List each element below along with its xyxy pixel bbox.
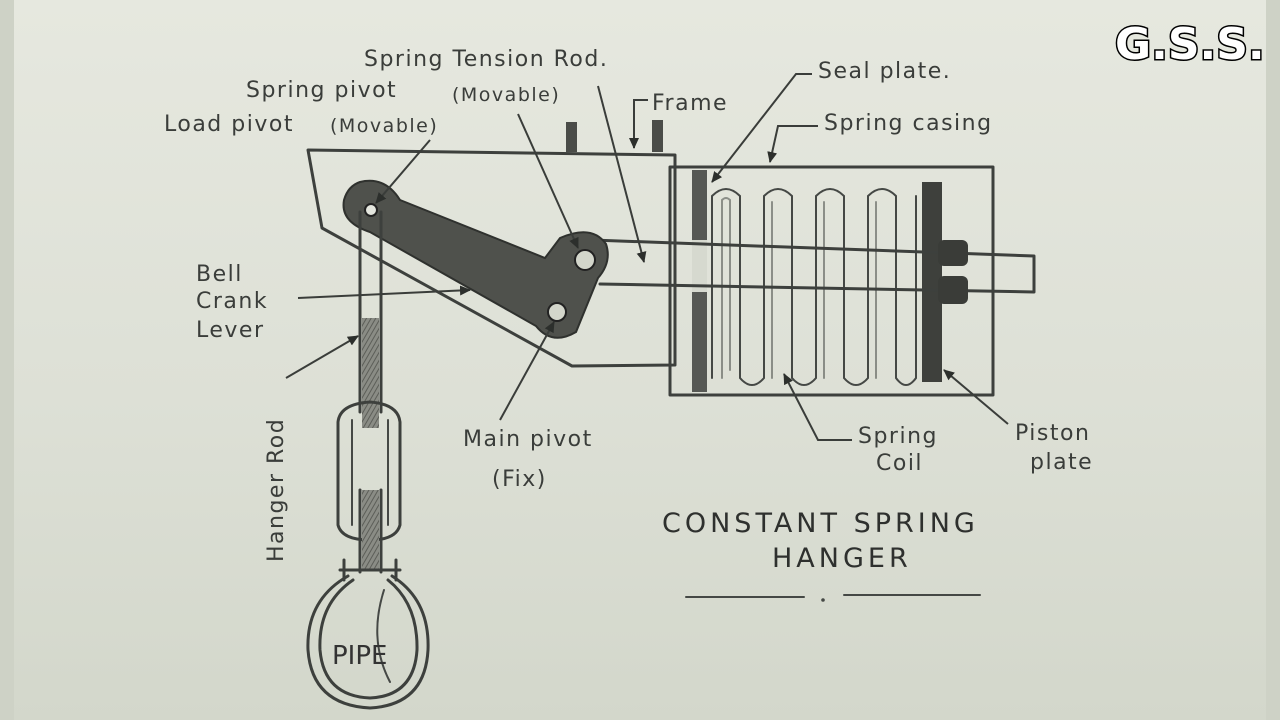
channel-watermark: G.S.S.	[1115, 19, 1265, 70]
diagram-title-line1: CONSTANT SPRING	[662, 508, 979, 539]
label-bell-crank-line2: Crank	[196, 289, 268, 314]
label-spring-coil-line1: Spring	[858, 424, 938, 449]
label-load-pivot-note: (Movable)	[330, 115, 438, 137]
load-pivot	[364, 203, 378, 217]
label-piston-plate-line2: plate	[1030, 450, 1093, 475]
hanger-rod-assembly	[336, 210, 402, 582]
label-spring-tension-rod: Spring Tension Rod.	[364, 47, 608, 72]
label-bell-crank-line1: Bell	[196, 262, 243, 287]
label-spring-pivot: Spring pivot	[246, 78, 397, 103]
title-underline	[685, 594, 981, 602]
frame-stud-right	[652, 120, 663, 152]
spring-casing	[668, 165, 995, 397]
piston-plate	[922, 182, 942, 382]
label-frame: Frame	[652, 91, 728, 116]
label-main-pivot-line1: Main pivot	[463, 427, 593, 452]
pipe: PIPE	[306, 574, 430, 710]
label-hanger-rod: Hanger Rod	[264, 418, 289, 562]
frame-stud-left	[566, 122, 577, 152]
pipe-label: PIPE	[332, 641, 387, 671]
frame-body	[306, 120, 677, 368]
bell-crank-lever	[342, 179, 609, 339]
main-pivot	[547, 302, 567, 322]
label-load-pivot: Load pivot	[164, 112, 294, 137]
spring-tension-rod	[590, 238, 1036, 304]
label-bell-crank-line3: Lever	[196, 318, 265, 343]
label-spring-casing: Spring casing	[824, 111, 993, 136]
label-piston-plate-line1: Piston	[1015, 421, 1090, 446]
label-seal-plate: Seal plate.	[818, 59, 951, 84]
label-spring-coil-line2: Coil	[876, 451, 923, 476]
label-main-pivot-line2: (Fix)	[492, 467, 547, 492]
label-spring-pivot-note: (Movable)	[452, 84, 560, 106]
spring-pivot	[574, 249, 596, 271]
diagram-title-line2: HANGER	[772, 543, 912, 574]
paper-sheet	[14, 0, 1266, 720]
leader-arrows	[285, 73, 1009, 441]
